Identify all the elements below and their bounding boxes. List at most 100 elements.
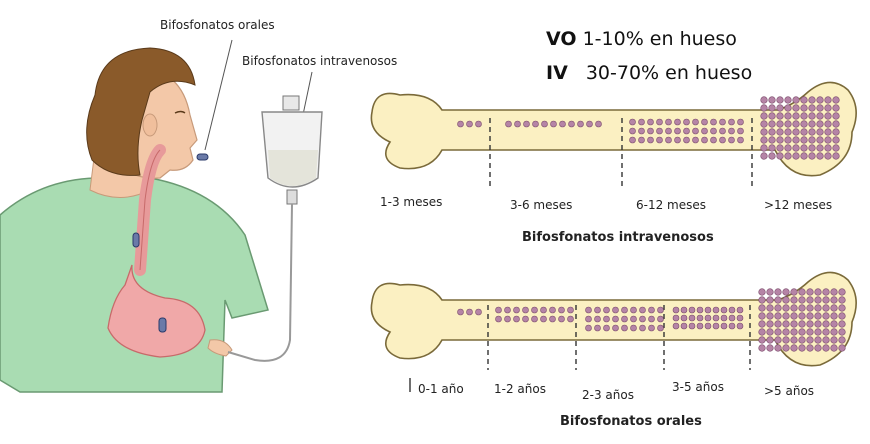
- mineral-dot: [759, 297, 766, 304]
- mineral-dot: [721, 323, 727, 329]
- mineral-dot: [831, 337, 838, 344]
- mineral-dot: [817, 129, 824, 136]
- mineral-dot: [578, 121, 584, 127]
- mineral-dot: [767, 345, 774, 352]
- mineral-dot: [825, 121, 832, 128]
- mineral-dot: [761, 97, 768, 104]
- mineral-dot: [809, 145, 816, 152]
- mineral-dot: [825, 129, 832, 136]
- mineral-dot: [767, 297, 774, 304]
- mineral-dot: [684, 128, 690, 134]
- mineral-dot: [785, 97, 792, 104]
- mineral-dot: [817, 105, 824, 112]
- mineral-dot: [799, 313, 806, 320]
- mineral-dot: [831, 329, 838, 336]
- vo-rate: VO 1-10% en hueso: [546, 28, 737, 50]
- mineral-dot: [777, 145, 784, 152]
- mineral-dot: [767, 289, 774, 296]
- mineral-dot: [815, 337, 822, 344]
- mineral-dot: [759, 313, 766, 320]
- mineral-dot: [476, 121, 482, 127]
- mineral-dot: [817, 97, 824, 104]
- mineral-dot: [759, 321, 766, 328]
- mineral-dot: [793, 153, 800, 160]
- mineral-dot: [799, 321, 806, 328]
- mineral-dot: [785, 137, 792, 144]
- mineral-dot: [767, 329, 774, 336]
- mineral-dot: [639, 137, 645, 143]
- mineral-dot: [458, 121, 464, 127]
- mineral-dot: [833, 129, 840, 136]
- mineral-dot: [586, 307, 592, 313]
- mineral-dot: [505, 307, 511, 313]
- mineral-dot: [721, 307, 727, 313]
- mineral-dot: [777, 105, 784, 112]
- mineral-dot: [799, 345, 806, 352]
- mineral-dot: [815, 305, 822, 312]
- mineral-dot: [550, 316, 556, 322]
- mineral-dot: [801, 105, 808, 112]
- mineral-dot: [713, 307, 719, 313]
- mineral-dot: [761, 105, 768, 112]
- mineral-dot: [833, 137, 840, 144]
- mineral-dot: [559, 307, 565, 313]
- mineral-dot: [666, 128, 672, 134]
- mineral-dot: [666, 137, 672, 143]
- mineral-dot: [759, 345, 766, 352]
- mineral-dot: [523, 307, 529, 313]
- mineral-dot: [604, 307, 610, 313]
- mineral-dot: [689, 315, 695, 321]
- mineral-dot: [458, 309, 464, 315]
- iv-bone: [371, 82, 856, 188]
- mineral-dot: [761, 145, 768, 152]
- mineral-dot: [693, 128, 699, 134]
- mineral-dot: [505, 316, 511, 322]
- mineral-dot: [833, 97, 840, 104]
- mineral-dot: [833, 113, 840, 120]
- oral-bisphosphonate-label: Bifosfonatos orales: [160, 18, 275, 32]
- mineral-dot: [785, 129, 792, 136]
- oral-period-label: 1-2 años: [494, 382, 546, 396]
- mineral-dot: [514, 307, 520, 313]
- mineral-dot: [801, 145, 808, 152]
- mineral-dot: [831, 289, 838, 296]
- mineral-dot: [514, 316, 520, 322]
- iv-rate: IV 30-70% en hueso: [546, 62, 752, 84]
- oral-period-label: 3-5 años: [672, 380, 724, 394]
- mineral-dot: [658, 307, 664, 313]
- mineral-dot: [799, 305, 806, 312]
- mineral-dot: [673, 315, 679, 321]
- mineral-dot: [559, 316, 565, 322]
- oral-bone-caption: Bifosfonatos orales: [560, 414, 702, 429]
- mineral-dot: [697, 307, 703, 313]
- mineral-dot: [807, 321, 814, 328]
- mineral-dot: [799, 337, 806, 344]
- mineral-dot: [839, 313, 846, 320]
- iv-bone-caption: Bifosfonatos intravenosos: [522, 230, 714, 245]
- mineral-dot: [777, 121, 784, 128]
- oral-bone: [371, 272, 856, 392]
- mineral-dot: [506, 121, 512, 127]
- mineral-dot: [476, 309, 482, 315]
- mineral-dot: [524, 121, 530, 127]
- mineral-dot: [640, 316, 646, 322]
- mineral-dot: [793, 97, 800, 104]
- mineral-dot: [801, 97, 808, 104]
- mineral-dot: [769, 121, 776, 128]
- mineral-dot: [761, 113, 768, 120]
- mineral-dot: [793, 137, 800, 144]
- mineral-dot: [639, 128, 645, 134]
- mineral-dot: [825, 97, 832, 104]
- mineral-dot: [791, 345, 798, 352]
- mineral-dot: [769, 129, 776, 136]
- mineral-dot: [551, 121, 557, 127]
- mineral-dot: [785, 153, 792, 160]
- mineral-dot: [801, 121, 808, 128]
- mineral-dot: [737, 315, 743, 321]
- mineral-dot: [649, 307, 655, 313]
- mineral-dot: [767, 305, 774, 312]
- mineral-dot: [823, 305, 830, 312]
- mineral-dot: [467, 121, 473, 127]
- mineral-dot: [817, 121, 824, 128]
- mineral-dot: [657, 137, 663, 143]
